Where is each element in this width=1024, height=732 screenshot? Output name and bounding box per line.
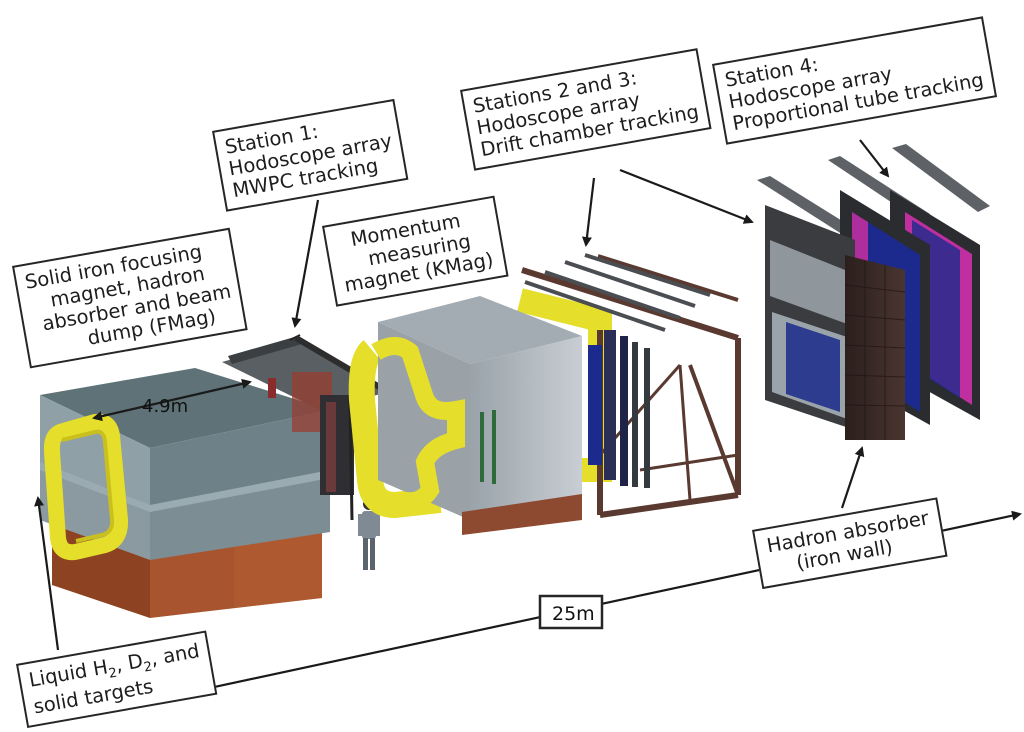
arrow-station4 — [859, 139, 890, 178]
arrow-targets — [34, 496, 60, 651]
kmag-magnet — [348, 288, 612, 535]
arrow-station23-a — [581, 177, 596, 247]
station23-detector — [521, 253, 741, 518]
total-length-label: 25m — [552, 603, 595, 625]
dimension-fmag: 4.9m — [142, 396, 188, 417]
arrow-fmag-length — [92, 378, 252, 422]
arrow-station23-b — [619, 168, 754, 224]
fmag-coil — [43, 413, 129, 561]
arrow-hadron-absorber — [840, 446, 865, 509]
label-targets-suffix: , and — [148, 639, 202, 671]
arrow-station1 — [291, 199, 320, 328]
dimension-total: 25m — [538, 594, 604, 630]
label-targets-mid: , D — [113, 649, 145, 677]
fmag-length-label: 4.9m — [142, 396, 188, 417]
station4-detector — [757, 144, 990, 440]
